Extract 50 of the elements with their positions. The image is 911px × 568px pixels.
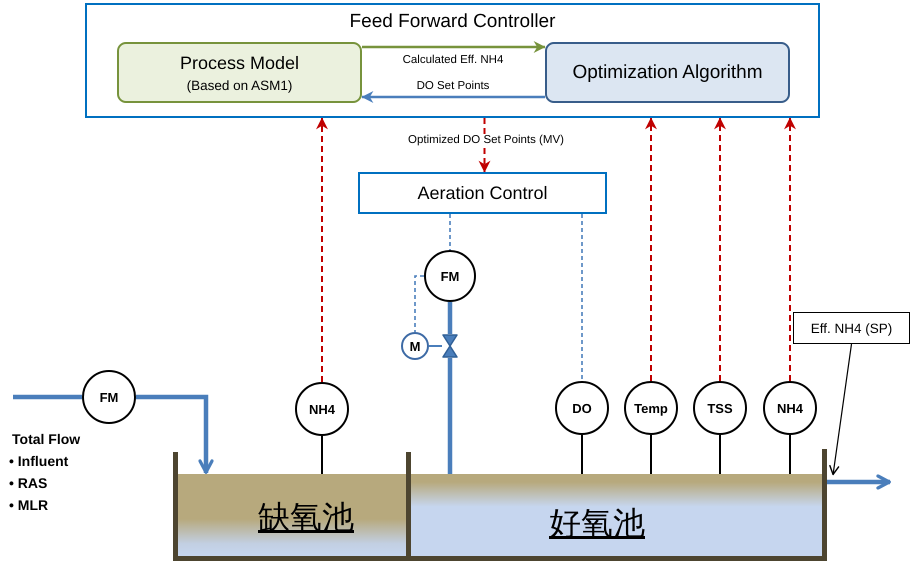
signal-arrow	[645, 117, 657, 381]
algorithm-box: Optimization Algorithm	[545, 42, 790, 103]
edge-label: Calculated Eff. NH4	[400, 54, 506, 66]
leader-line	[829, 344, 852, 476]
sensor-stem	[719, 435, 721, 474]
list-item: • MLR	[9, 497, 48, 513]
edge-label: DO Set Points	[414, 80, 492, 92]
valve-symbol	[442, 334, 458, 358]
control-box: Aeration Control	[358, 172, 607, 214]
tank	[411, 474, 827, 561]
signal-arrow	[784, 117, 796, 381]
sensor-circle: Temp	[624, 381, 678, 435]
sensor-stem	[321, 436, 323, 474]
box-title: Process Model	[180, 52, 300, 74]
sensor-circle: NH4	[295, 382, 349, 436]
edge-label: Optimized DO Set Points (MV)	[406, 134, 566, 146]
box-subtitle: (Based on ASM1)	[186, 78, 292, 93]
tank	[173, 474, 411, 561]
signal-line	[449, 214, 451, 250]
motor-circle: M	[401, 332, 429, 360]
pipe	[13, 394, 82, 400]
model-box	[117, 42, 362, 103]
sensor-circle: TSS	[693, 381, 747, 435]
signal-line	[414, 275, 424, 332]
signal-arrow	[478, 118, 490, 173]
frame-title: Feed Forward Controller	[350, 11, 556, 33]
sensor-circle: NH4	[763, 381, 817, 435]
controller-frame	[85, 3, 820, 118]
signal-line	[581, 214, 583, 381]
tank-label: 缺氧池	[258, 498, 354, 536]
signal-line	[429, 345, 442, 347]
tank-label: 好氧池	[549, 504, 645, 542]
flow-meter-circle: FM	[424, 250, 476, 302]
list-item: • RAS	[9, 475, 48, 491]
label-text: Total Flow	[12, 431, 80, 447]
pipe-arrow	[827, 474, 891, 490]
signal-arrow	[316, 117, 328, 382]
arrow	[362, 41, 546, 53]
arrow	[361, 91, 545, 103]
pipe	[448, 358, 452, 474]
sensor-stem	[650, 435, 652, 474]
pipe-arrow	[136, 394, 214, 474]
signal-arrow	[714, 117, 726, 381]
sensor-circle: DO	[555, 381, 609, 435]
flow-meter-circle: FM	[82, 370, 136, 424]
sensor-stem	[581, 435, 583, 474]
list-item: • Influent	[9, 453, 68, 469]
note-box: Eff. NH4 (SP)	[793, 312, 910, 344]
pipe	[448, 302, 452, 334]
sensor-stem	[789, 435, 791, 474]
